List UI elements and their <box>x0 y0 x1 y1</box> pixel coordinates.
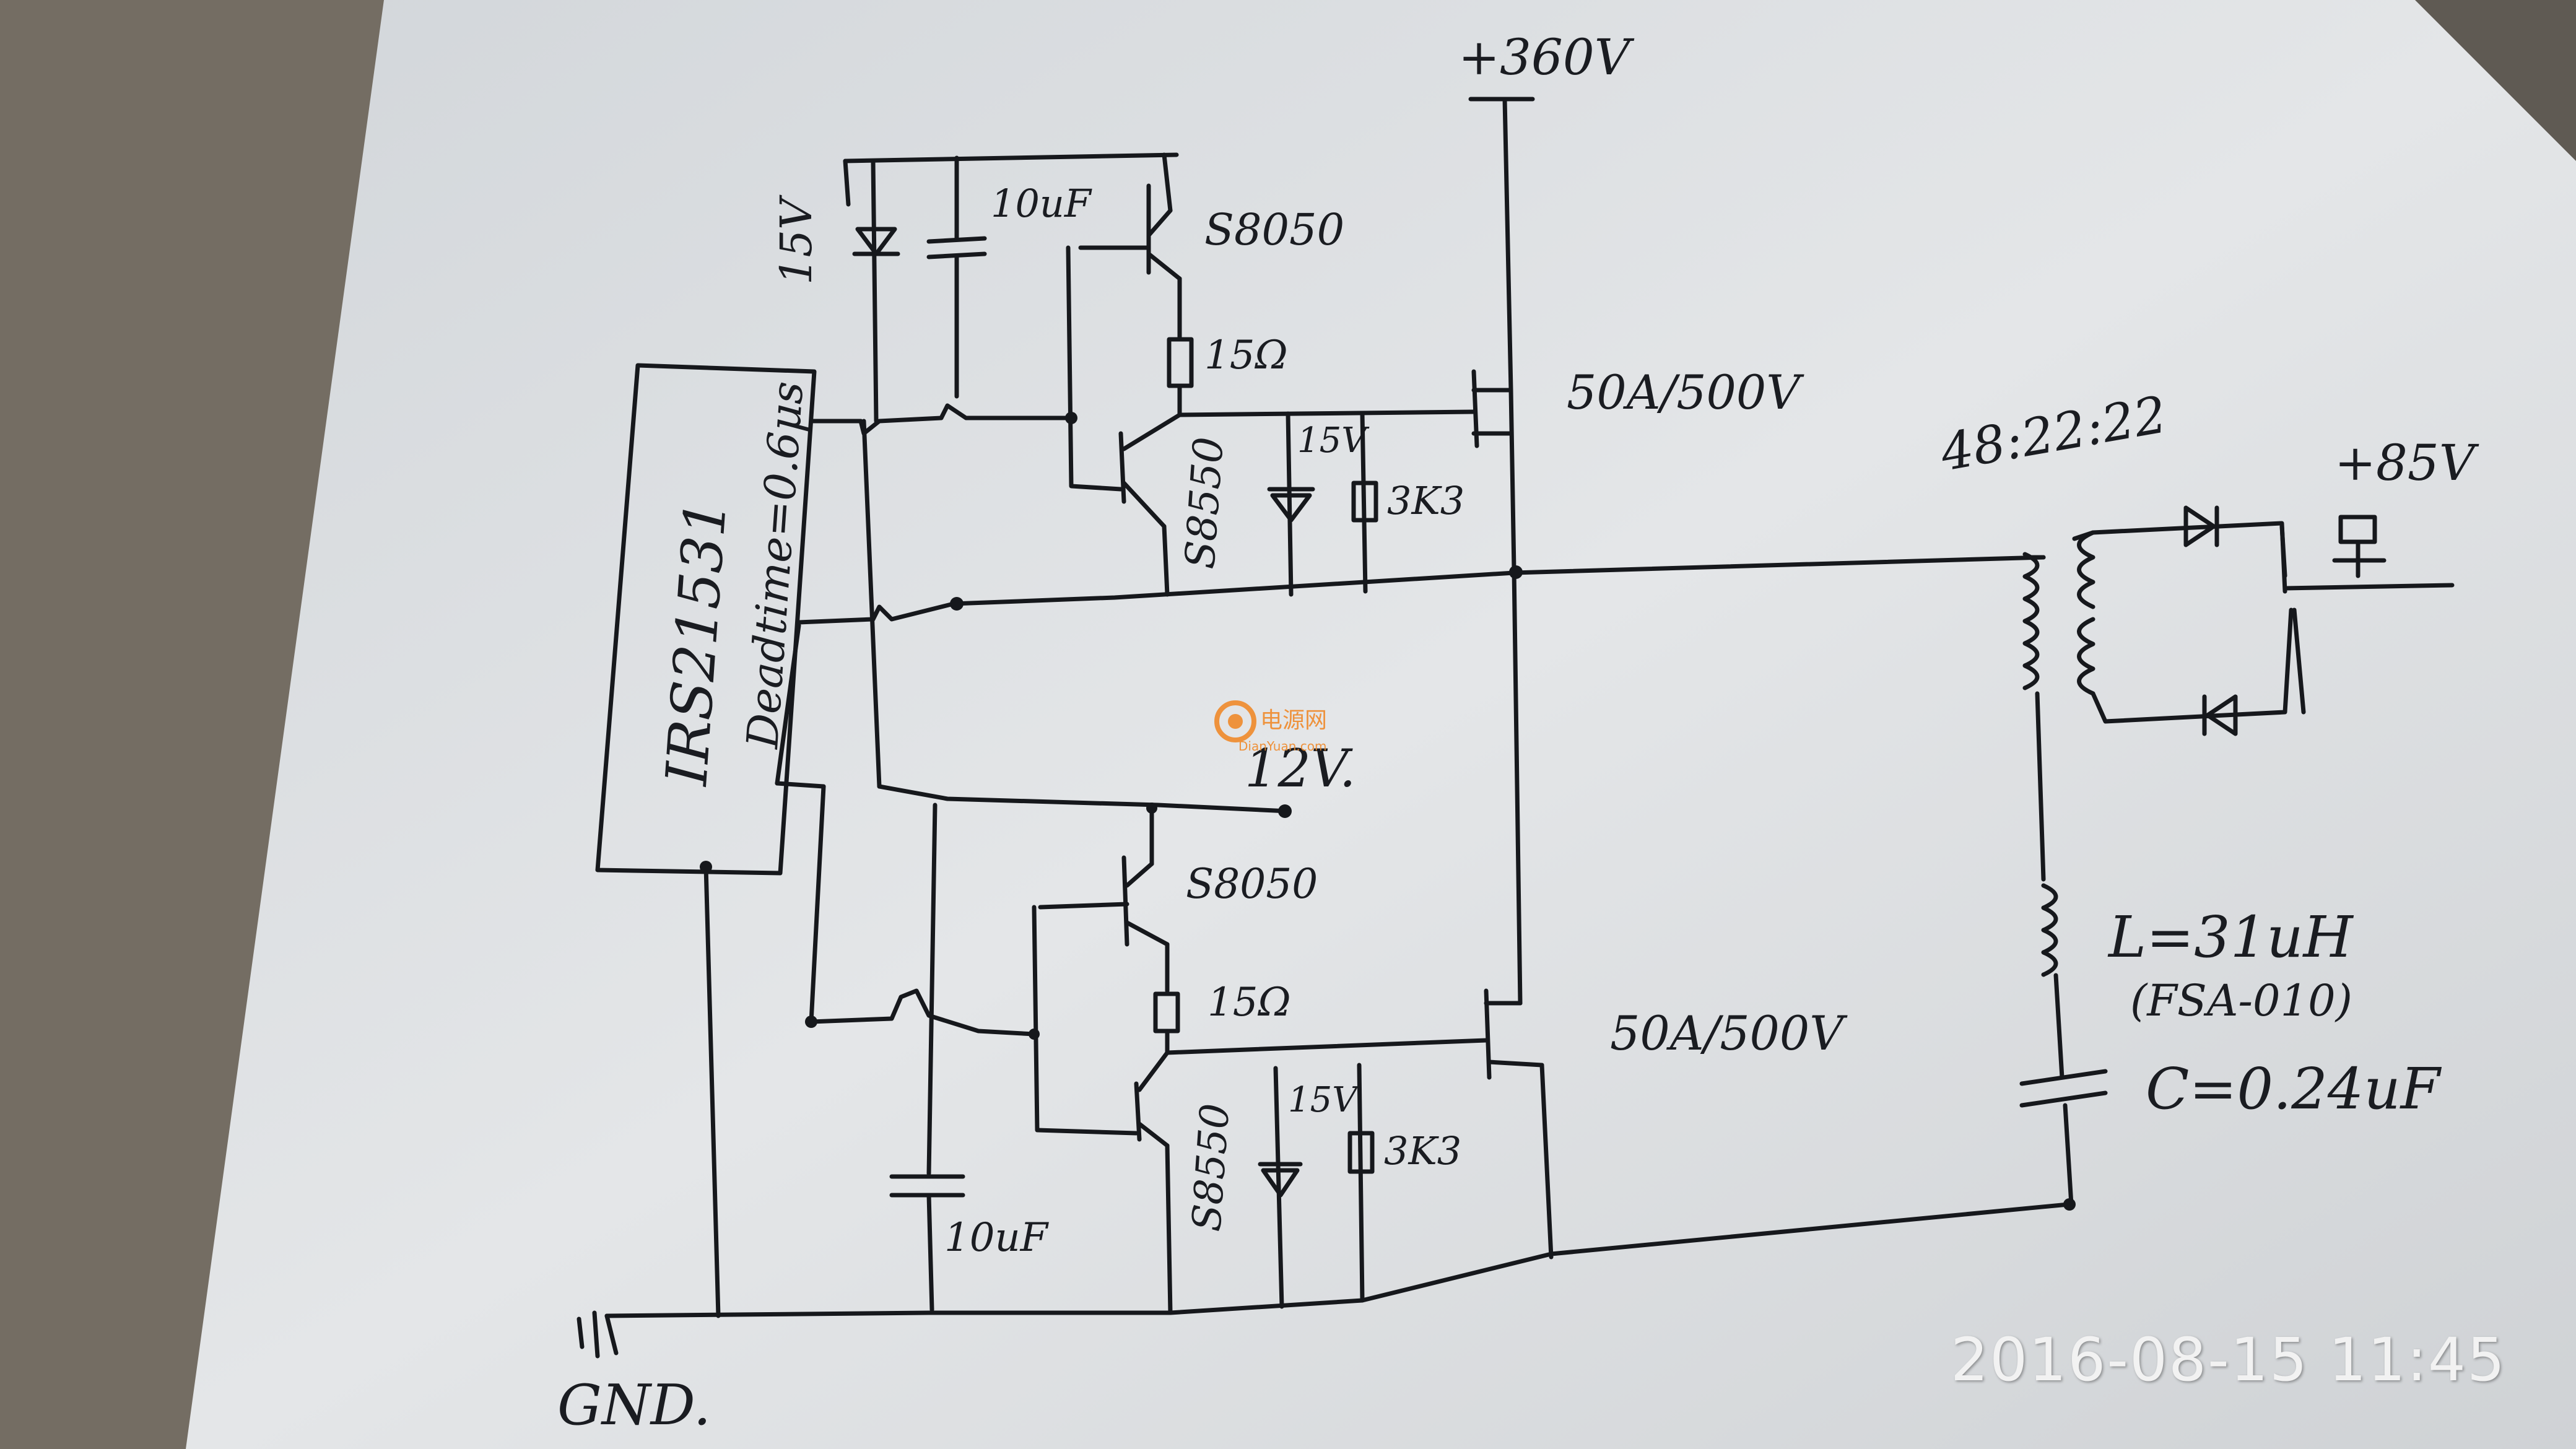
photo-timestamp: 2016-08-15 11:45 <box>1951 1325 2507 1395</box>
ground-return: GND. <box>557 861 2071 1438</box>
watermark-url: DianYuan.com <box>1238 739 1327 754</box>
low-gate-resistor-label: 15Ω <box>1208 980 1291 1025</box>
high-gate-zener-label: 15V <box>1297 420 1370 461</box>
low-gate-zener-label: 15V <box>1288 1080 1360 1120</box>
low-decoupling-cap-label: 10uF <box>944 1215 1050 1261</box>
low-side-switch: 50A/500V <box>1484 988 1848 1260</box>
low-side-driver: S8050 15Ω S8550 15V 3K3 10uF <box>805 803 1489 1315</box>
high-switch-label: 50A/500V <box>1567 365 1804 420</box>
high-voltage-rail: +360V <box>1458 28 1635 393</box>
capacitor-label: C=0.24uF <box>2146 1056 2442 1122</box>
high-pnp-label: S8550 <box>1176 435 1233 570</box>
high-npn-label: S8050 <box>1204 204 1344 255</box>
watermark-brand: 电源网 <box>1260 708 1327 733</box>
high-gate-resistor-label: 15Ω <box>1204 333 1288 378</box>
rail-logic-label: 12V. <box>1245 738 1356 799</box>
output-voltage-label: +85V <box>2334 434 2479 492</box>
low-npn-label: S8050 <box>1186 860 1318 908</box>
inductor-part-label: (FSA-010) <box>2130 975 2352 1026</box>
left-shadow <box>0 0 396 1449</box>
bootstrap-zener-label: 15V <box>771 194 822 285</box>
high-side-switch: 50A/500V <box>1471 365 1804 572</box>
low-gate-pulldown-label: 3K3 <box>1384 1128 1461 1173</box>
high-side-driver: 15V 10uF S8050 15Ω S8550 15V <box>771 152 1476 597</box>
inductor-label: L=31uH <box>2107 904 2354 970</box>
low-pnp-label: S8550 <box>1184 1102 1238 1233</box>
rail-high-label: +360V <box>1458 28 1635 86</box>
watermark: 电源网 DianYuan.com <box>1214 700 1327 754</box>
paper-sheet <box>186 0 2576 1449</box>
bootstrap-cap-label: 10uF <box>991 181 1092 226</box>
resonant-tank: L=31uH (FSA-010) C=0.24uF <box>2019 552 2442 1211</box>
high-gate-pulldown-label: 3K3 <box>1387 478 1464 523</box>
midpoint-node: 12V. <box>775 403 2046 1024</box>
low-switch-label: 50A/500V <box>1610 1006 1848 1061</box>
ground-label: GND. <box>557 1373 711 1438</box>
